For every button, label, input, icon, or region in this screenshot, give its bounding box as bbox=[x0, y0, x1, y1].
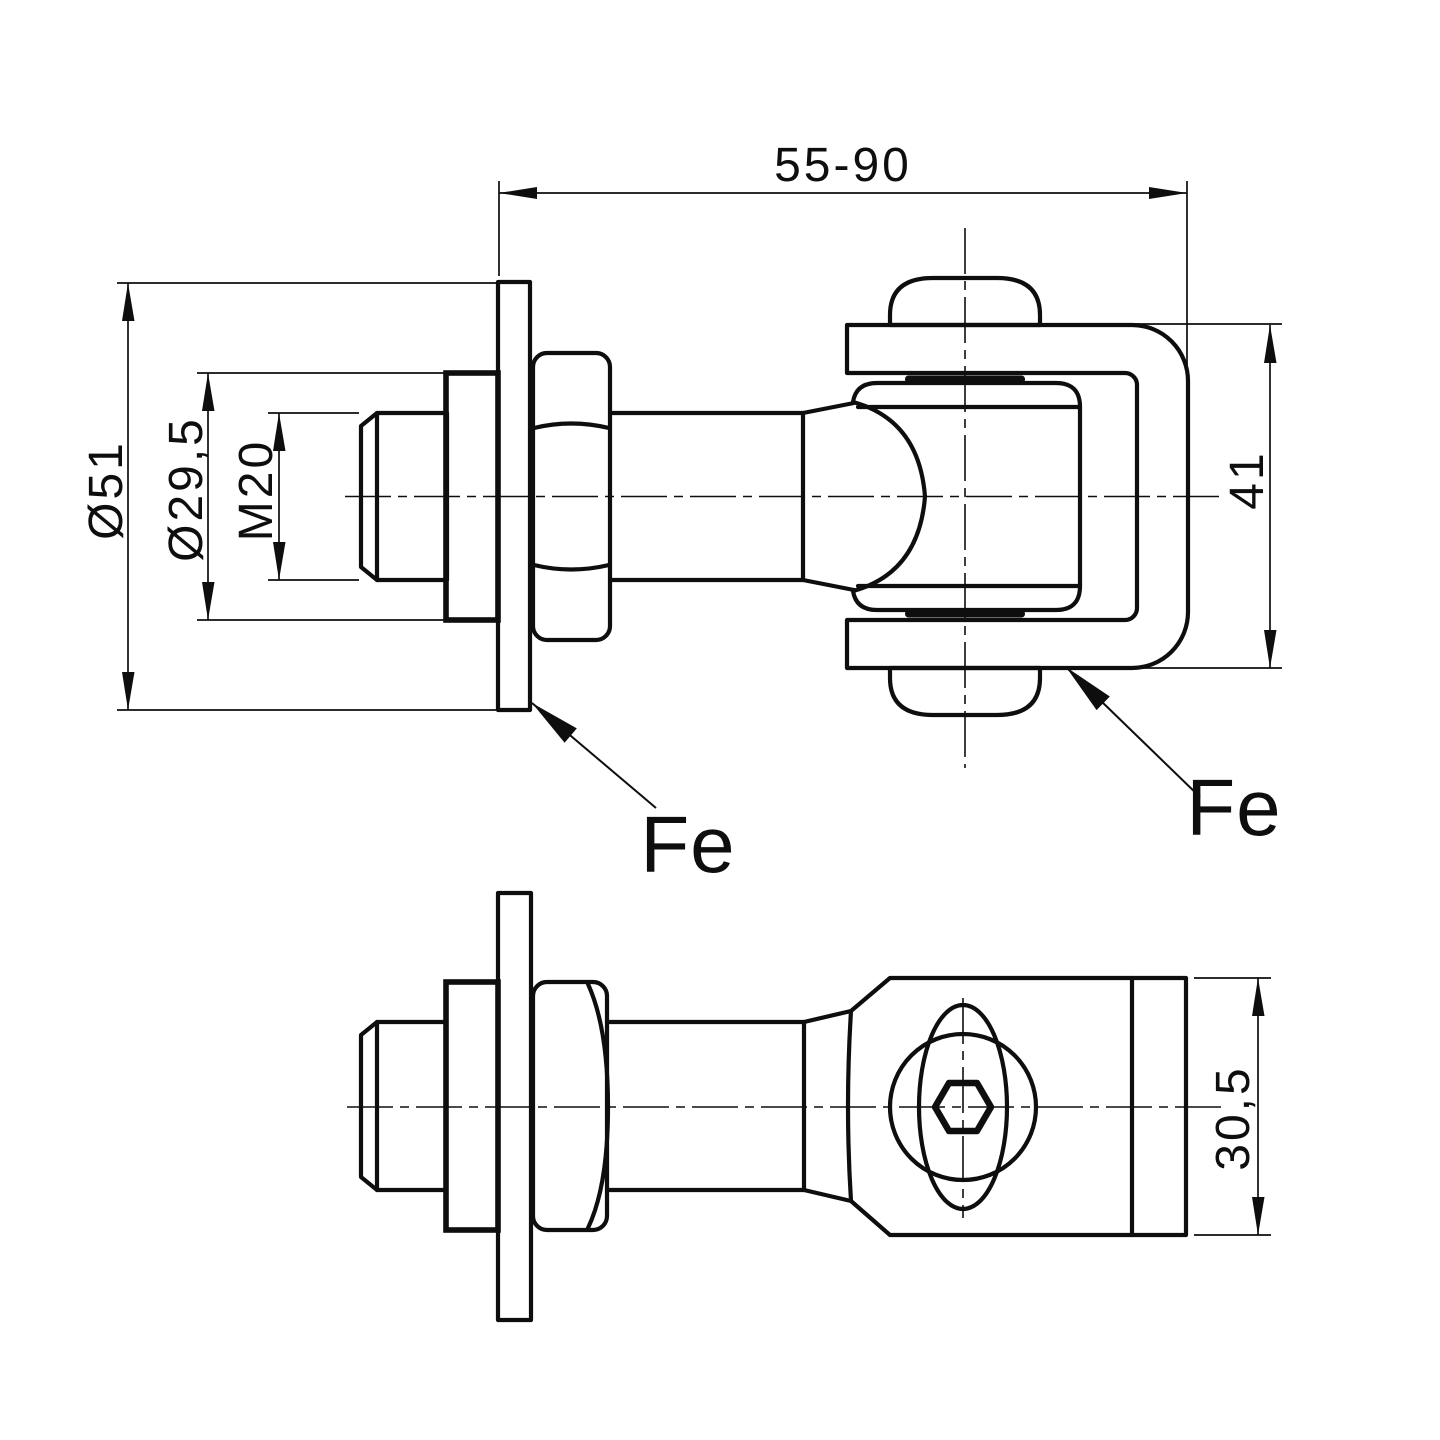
bearing-sliver-bottom bbox=[905, 610, 1025, 618]
dimension-washer-diameter: Ø29,5 bbox=[160, 372, 444, 621]
bolt-thread-end-side bbox=[358, 1019, 449, 1193]
dimension-label-plate-diameter: Ø51 bbox=[80, 440, 133, 540]
arrowhead-bottom bbox=[122, 672, 135, 710]
leader-arrowhead bbox=[1066, 667, 1110, 711]
extension-lines bbox=[498, 181, 1188, 377]
hex-nut-side bbox=[530, 979, 610, 1233]
shaft-taper-side bbox=[801, 1008, 854, 1204]
material-callout-plate: Fe bbox=[531, 702, 735, 889]
arrowhead-bottom bbox=[1252, 1197, 1265, 1235]
arrowhead-right bbox=[1149, 187, 1187, 199]
front-view bbox=[345, 228, 1225, 768]
arrowhead-top bbox=[273, 413, 286, 451]
clamp-cap-top bbox=[887, 275, 1043, 328]
hex-nut-facet-side bbox=[585, 981, 611, 1231]
mounting-plate bbox=[495, 279, 533, 713]
arrowhead-bottom bbox=[1264, 630, 1277, 668]
arrowhead-bottom bbox=[202, 582, 215, 620]
extension-lines bbox=[197, 372, 444, 621]
bearing-sliver-top bbox=[905, 375, 1025, 383]
material-label-plate: Fe bbox=[640, 800, 735, 889]
extension-lines bbox=[268, 412, 359, 581]
threaded-shaft bbox=[607, 410, 806, 583]
u-bracket bbox=[844, 322, 1191, 671]
arrowhead-left bbox=[499, 187, 537, 199]
material-callout-bracket: Fe bbox=[1065, 666, 1281, 852]
shaft-taper bbox=[800, 400, 857, 593]
dimension-label-thread-size: M20 bbox=[230, 439, 283, 541]
extension-lines bbox=[117, 282, 496, 711]
dimension-bracket-height: 41 bbox=[1132, 323, 1282, 669]
hex-nut bbox=[530, 350, 613, 643]
hex-nut-facet-top bbox=[531, 421, 612, 431]
dimension-label-adjustable-length: 55-90 bbox=[774, 139, 912, 192]
dimension-label-washer-diameter: Ø29,5 bbox=[160, 416, 213, 562]
hinge-knuckle bbox=[845, 975, 1189, 1238]
arrowhead-top bbox=[1264, 325, 1277, 363]
side-view bbox=[347, 890, 1225, 1323]
washer-side bbox=[443, 979, 501, 1233]
dimension-label-bracket-height: 41 bbox=[1221, 450, 1274, 509]
clamp-cap-bottom bbox=[887, 665, 1043, 718]
dimension-adjustable-length: 55-90 bbox=[498, 139, 1188, 377]
dimension-label-knuckle-width: 30,5 bbox=[1207, 1065, 1260, 1170]
bushing-circle bbox=[887, 1031, 1039, 1183]
leader-arrowhead bbox=[532, 703, 577, 743]
dimension-thread-size: M20 bbox=[230, 412, 359, 581]
arrowhead-top bbox=[1252, 978, 1265, 1016]
material-label-bracket: Fe bbox=[1186, 763, 1281, 852]
pin-hex-socket bbox=[931, 1079, 995, 1135]
bushing-face-lines bbox=[855, 404, 1081, 589]
dimension-knuckle-width: 30,5 bbox=[1194, 977, 1271, 1236]
slot-ellipse bbox=[916, 1002, 1010, 1212]
threaded-shaft-side bbox=[604, 1019, 807, 1193]
extension-lines bbox=[1132, 323, 1282, 669]
hex-nut-facet-bottom bbox=[531, 562, 612, 572]
arrowhead-top bbox=[202, 373, 215, 411]
arrowhead-bottom bbox=[273, 542, 286, 580]
dimension-plate-diameter: Ø51 bbox=[80, 282, 496, 711]
arrowhead-top bbox=[122, 283, 135, 321]
